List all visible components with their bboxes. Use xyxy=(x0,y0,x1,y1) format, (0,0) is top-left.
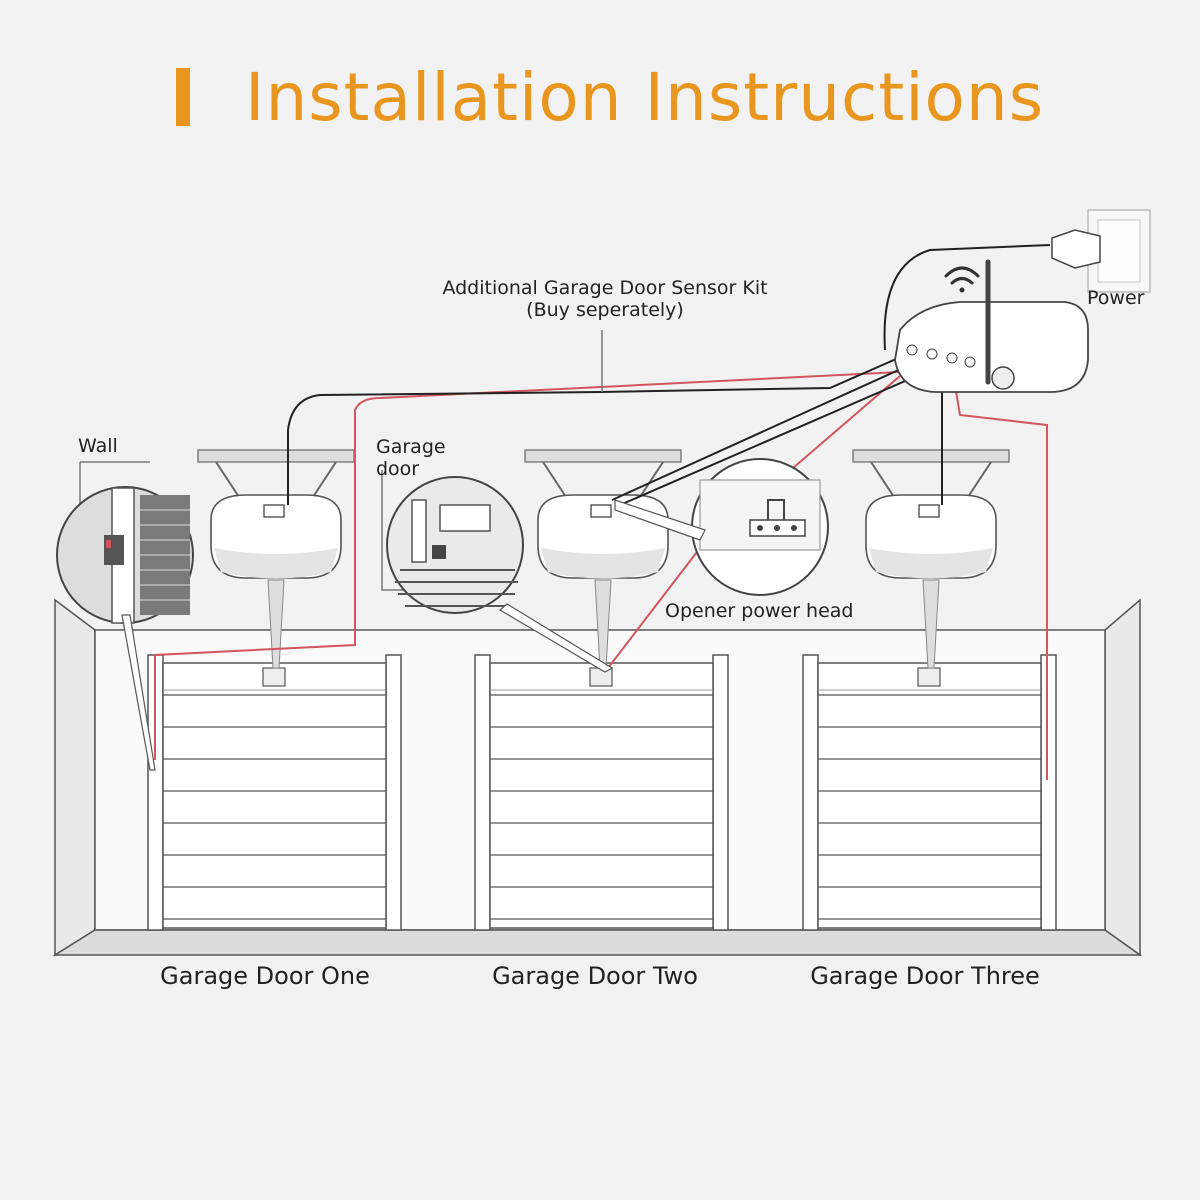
sensor-kit-label-line2: (Buy seperately) xyxy=(526,299,684,321)
power-cord xyxy=(883,244,1051,351)
door-one-label: Garage Door One xyxy=(160,962,370,990)
garage-door-1 xyxy=(147,654,402,931)
signal-wire-two xyxy=(611,357,926,501)
garage-door-label-line2: door xyxy=(376,458,420,480)
door-sensor-detail xyxy=(381,470,614,673)
title-accent-bar xyxy=(176,68,190,126)
garage-door-label: Garage door xyxy=(376,436,446,480)
sensor-kit-label-line1: Additional Garage Door Sensor Kit xyxy=(442,277,768,299)
opener-power-head-label: Opener power head xyxy=(665,600,854,622)
wifi-icon xyxy=(944,266,980,293)
door-two-label: Garage Door Two xyxy=(492,962,698,990)
sensor-wire-one xyxy=(154,371,901,760)
garage-doors xyxy=(147,654,1057,931)
sensor-wire-three xyxy=(954,384,1048,780)
power-label: Power xyxy=(1087,287,1145,309)
power-plug-icon xyxy=(1051,209,1151,293)
opener-head-3 xyxy=(852,449,1010,669)
opener-head-detail xyxy=(614,458,829,596)
page-title: Installation Instructions xyxy=(245,59,1045,136)
sensor-kit-label: Additional Garage Door Sensor Kit (Buy s… xyxy=(425,277,785,321)
signal-wire-one xyxy=(287,351,913,505)
wall-label: Wall xyxy=(78,435,118,457)
garage-door-label-line1: Garage xyxy=(376,436,446,458)
wall-sensor-detail xyxy=(56,461,194,771)
door-three-label: Garage Door Three xyxy=(810,962,1040,990)
smart-hub-icon xyxy=(894,259,1089,393)
signal-wire-two-b xyxy=(619,367,936,506)
opener-power-heads xyxy=(197,449,1010,669)
garage-door-2 xyxy=(474,654,729,931)
garage-door-3 xyxy=(802,654,1057,931)
opener-head-1 xyxy=(197,449,355,669)
